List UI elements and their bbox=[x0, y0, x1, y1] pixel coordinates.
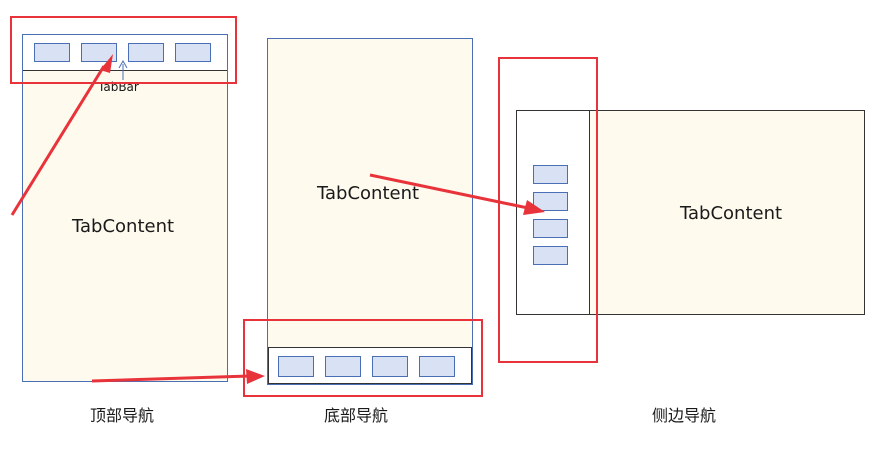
bottom-nav-tab-1 bbox=[278, 356, 314, 377]
top-nav-tab-1 bbox=[34, 43, 70, 62]
bottom-nav-phone-frame bbox=[267, 38, 473, 385]
bottom-nav-tab-2 bbox=[325, 356, 361, 377]
top-nav-content-label: TabContent bbox=[72, 216, 175, 237]
side-nav-tab-4 bbox=[533, 246, 568, 265]
top-nav-tab-3 bbox=[128, 43, 164, 62]
top-nav-highlight-box bbox=[10, 16, 237, 84]
side-nav-caption: 侧边导航 bbox=[652, 406, 717, 425]
side-nav-content-area bbox=[589, 110, 865, 315]
bottom-nav-highlight-box bbox=[243, 319, 483, 397]
top-nav-caption: 顶部导航 bbox=[90, 406, 155, 425]
side-nav-tab-1 bbox=[533, 165, 568, 184]
top-nav-tab-4 bbox=[175, 43, 211, 62]
bottom-nav-tab-3 bbox=[372, 356, 408, 377]
bottom-nav-tab-4 bbox=[419, 356, 455, 377]
side-nav-tab-3 bbox=[533, 219, 568, 238]
side-nav-content-label: TabContent bbox=[680, 203, 783, 224]
bottom-nav-content-label: TabContent bbox=[317, 183, 420, 204]
side-nav-highlight-box bbox=[498, 57, 598, 363]
bottom-nav-caption: 底部导航 bbox=[324, 406, 389, 425]
